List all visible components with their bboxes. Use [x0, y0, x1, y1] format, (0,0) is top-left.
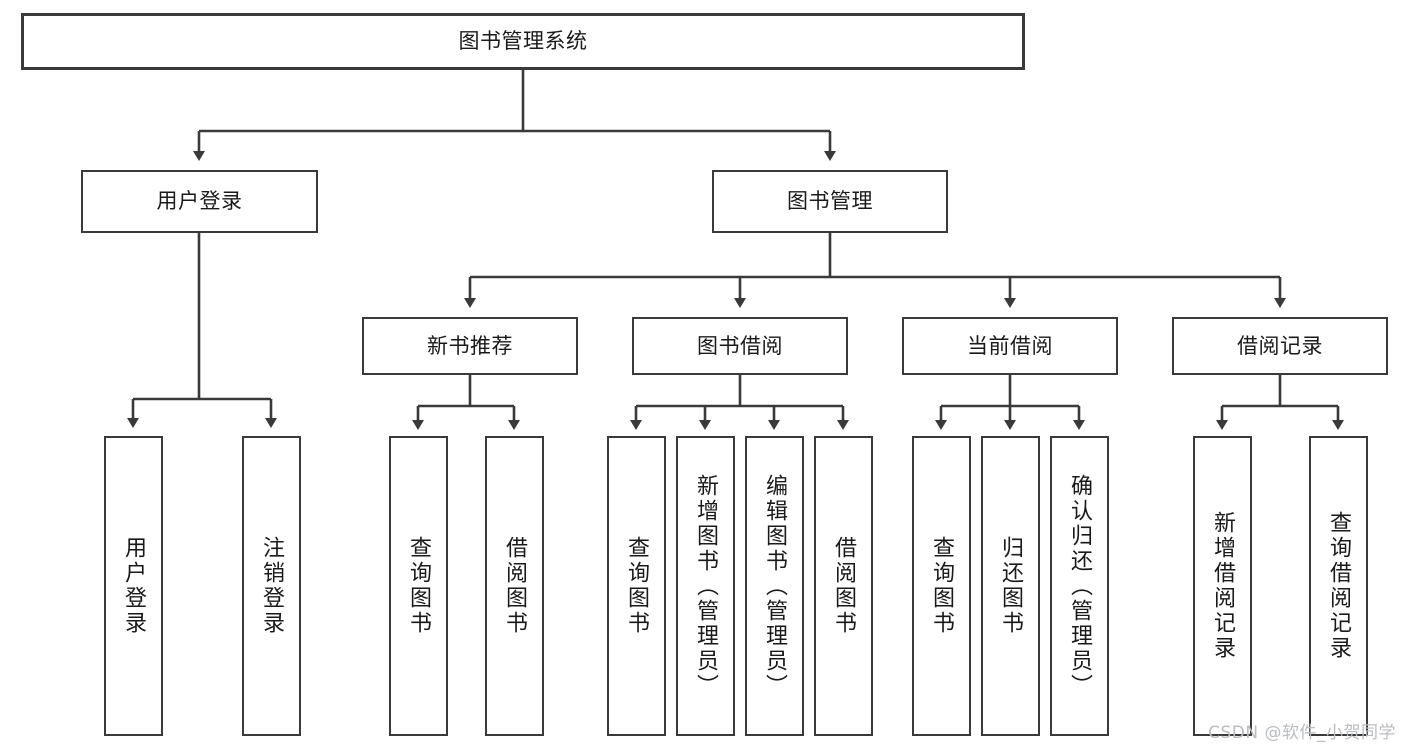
- leaf-query-borrow-record[interactable]: 查询借阅记录: [1309, 436, 1368, 736]
- leaf-borrow-book-recommend[interactable]: 借阅图书: [485, 436, 544, 736]
- node-label: 确认归还（管理员）: [1067, 473, 1093, 699]
- node-book-management[interactable]: 图书管理: [712, 170, 948, 233]
- node-label: 借阅记录: [1237, 333, 1323, 358]
- node-label: 新增借阅记录: [1210, 511, 1236, 661]
- node-borrowing-record[interactable]: 借阅记录: [1172, 317, 1388, 375]
- node-label: 注销登录: [259, 536, 285, 636]
- node-label: 查询借阅记录: [1326, 511, 1352, 661]
- node-root-book-management-system[interactable]: 图书管理系统: [21, 13, 1025, 70]
- leaf-add-borrow-record[interactable]: 新增借阅记录: [1193, 436, 1252, 736]
- node-user-login[interactable]: 用户登录: [81, 170, 318, 233]
- node-book-borrowing[interactable]: 图书借阅: [632, 317, 848, 375]
- leaf-query-book-recommend[interactable]: 查询图书: [389, 436, 448, 736]
- leaf-edit-book-admin[interactable]: 编辑图书（管理员）: [745, 436, 804, 736]
- node-current-borrowing[interactable]: 当前借阅: [902, 317, 1118, 375]
- leaf-return-book[interactable]: 归还图书: [981, 436, 1040, 736]
- node-label: 新书推荐: [427, 333, 513, 358]
- node-label: 归还图书: [998, 536, 1024, 636]
- leaf-logout[interactable]: 注销登录: [242, 436, 301, 736]
- node-label: 查询图书: [624, 536, 650, 636]
- node-label: 新增图书（管理员）: [693, 473, 719, 699]
- leaf-confirm-return-admin[interactable]: 确认归还（管理员）: [1050, 436, 1109, 736]
- node-new-book-recommendation[interactable]: 新书推荐: [362, 317, 578, 375]
- node-label: 当前借阅: [967, 333, 1053, 358]
- leaf-borrow-book[interactable]: 借阅图书: [814, 436, 873, 736]
- node-label: 图书借阅: [697, 333, 783, 358]
- node-label: 借阅图书: [831, 536, 857, 636]
- leaf-query-book-borrow[interactable]: 查询图书: [607, 436, 666, 736]
- node-label: 查询图书: [406, 536, 432, 636]
- node-label: 编辑图书（管理员）: [762, 473, 788, 699]
- node-label: 借阅图书: [502, 536, 528, 636]
- node-label: 图书管理系统: [458, 29, 588, 54]
- node-label: 图书管理: [787, 189, 873, 214]
- leaf-query-book-current[interactable]: 查询图书: [912, 436, 971, 736]
- leaf-add-book-admin[interactable]: 新增图书（管理员）: [676, 436, 735, 736]
- csdn-watermark: CSDN @软件_小贺同学: [1208, 723, 1396, 743]
- node-label: 查询图书: [929, 536, 955, 636]
- leaf-user-login[interactable]: 用户登录: [104, 436, 163, 736]
- node-label: 用户登录: [156, 189, 243, 214]
- node-label: 用户登录: [121, 536, 147, 636]
